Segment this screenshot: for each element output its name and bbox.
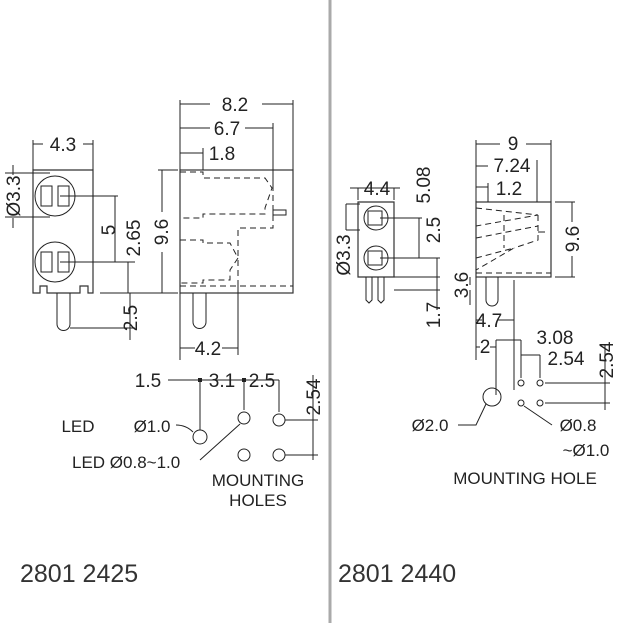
dim-led-height-r: 2.5 xyxy=(424,217,445,243)
dim-hole-pitch-y: 2.54 xyxy=(597,341,618,378)
right-front-view xyxy=(345,187,440,310)
dim-overall-depth: 8.2 xyxy=(222,95,248,116)
dim-led-diameter: Ø3.3 xyxy=(4,175,25,216)
dim-hole-1: 1.5 xyxy=(135,371,161,392)
dim-hole-3: 2.5 xyxy=(249,371,275,392)
dim-height-r: 9.6 xyxy=(563,226,584,252)
dim-width-front-r: 4.4 xyxy=(364,179,391,200)
right-side-view xyxy=(469,140,610,410)
label-led: LED xyxy=(61,417,94,436)
dim-height: 9.6 xyxy=(152,219,173,245)
dim-pitch-r: 5.08 xyxy=(414,167,435,204)
dim-pin-offset: 4.2 xyxy=(195,339,221,360)
dim-hole-pitch: 2.54 xyxy=(304,378,325,415)
label-pin-hole: Ø0.8 xyxy=(560,416,597,435)
dim-width-front: 4.3 xyxy=(50,135,76,156)
dim-led-diameter-r: Ø3.3 xyxy=(334,234,355,275)
dim-depth-3: 1.8 xyxy=(209,144,235,165)
dim-peg-length: 3.6 xyxy=(452,272,473,298)
right-hole-pattern xyxy=(458,379,553,426)
part-number-left: 2801 2425 xyxy=(20,560,138,588)
label-mounting-hole: MOUNTING HOLE xyxy=(453,469,597,488)
label-led-alt: LED Ø0.8~1.0 xyxy=(72,453,180,472)
dim-peg-edge: 2 xyxy=(480,337,491,358)
label-pin-hole-alt: ~Ø1.0 xyxy=(563,441,610,460)
dim-overall-depth-r: 9 xyxy=(508,134,519,155)
left-front-view xyxy=(5,140,175,340)
dim-hole-2: 3.1 xyxy=(209,371,235,392)
label-mounting: MOUNTING xyxy=(212,471,305,490)
label-peg-hole: Ø2.0 xyxy=(412,416,449,435)
dim-peg-offset: 4.7 xyxy=(476,311,502,332)
part-number-right: 2801 2440 xyxy=(338,560,456,588)
dim-pin-length-r: 1.7 xyxy=(424,302,445,328)
dim-depth-3-r: 1.2 xyxy=(496,179,522,200)
dim-pin-length: 2.5 xyxy=(121,305,142,331)
dim-hole-pitch-x: 2.54 xyxy=(548,349,585,370)
dim-hole-offset: 3.08 xyxy=(537,328,574,349)
left-side-view xyxy=(158,100,294,360)
dim-led-height: 2.65 xyxy=(124,220,145,257)
label-holes: HOLES xyxy=(229,491,287,510)
dim-pitch: 5 xyxy=(99,225,120,236)
label-led-hole: Ø1.0 xyxy=(134,417,171,436)
dim-depth-2: 6.7 xyxy=(214,119,240,140)
left-hole-pattern xyxy=(168,375,318,462)
dim-depth-2-r: 7.24 xyxy=(494,156,531,177)
